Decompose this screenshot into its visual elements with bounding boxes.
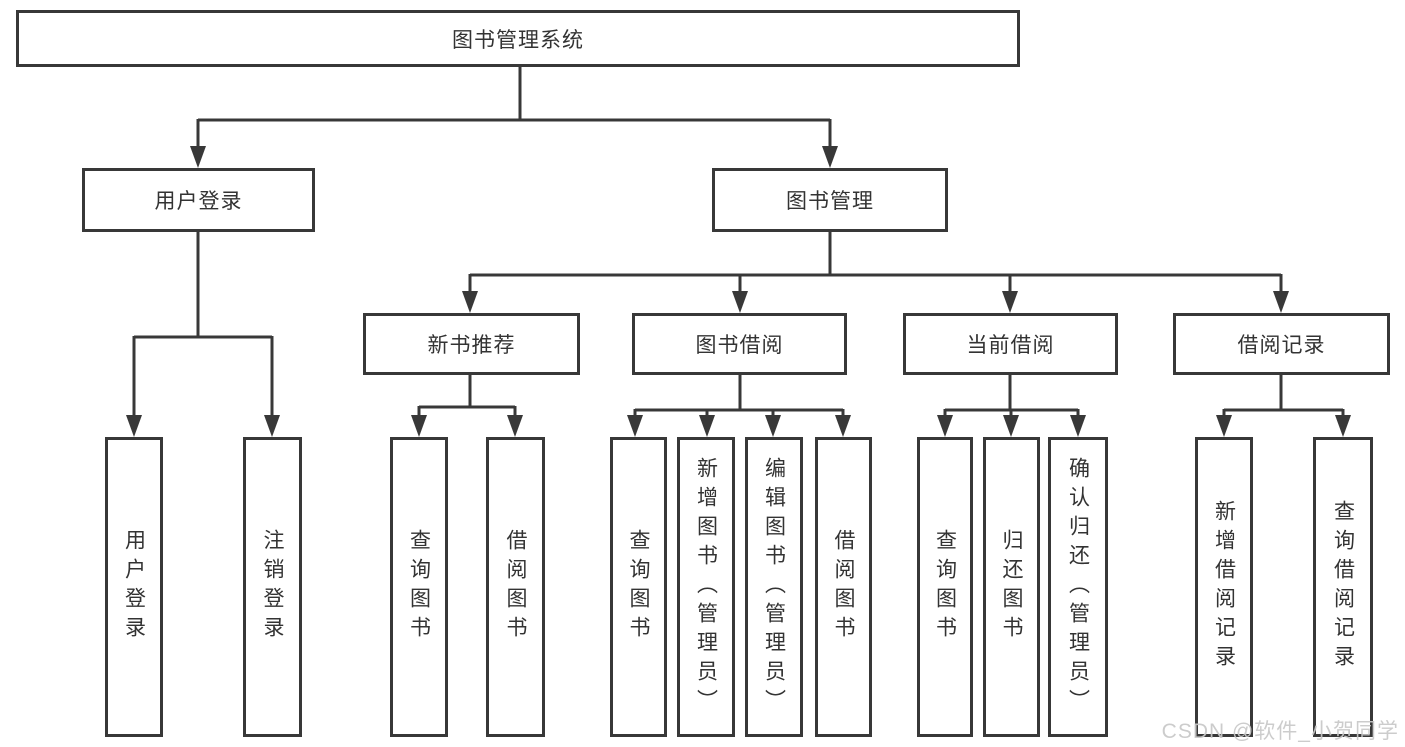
leaf-borrow-books-borrowing: 借阅图书: [815, 437, 872, 737]
node-new-book-recommend: 新书推荐: [363, 313, 580, 375]
leaf-query-books-borrowing: 查询图书: [610, 437, 667, 737]
leaf-borrow-books-recommend: 借阅图书: [486, 437, 545, 737]
node-user-login: 用户登录: [82, 168, 315, 232]
leaf-return-books: 归还图书: [983, 437, 1040, 737]
leaf-confirm-return-admin: 确认归还（管理员）: [1048, 437, 1108, 737]
leaf-logout: 注销登录: [243, 437, 302, 737]
leaf-user-login: 用户登录: [105, 437, 163, 737]
node-borrowing-records: 借阅记录: [1173, 313, 1390, 375]
watermark: CSDN @软件_小贺同学: [1161, 720, 1399, 743]
leaf-query-borrow-record: 查询借阅记录: [1313, 437, 1373, 737]
node-book-borrowing: 图书借阅: [632, 313, 847, 375]
leaf-add-borrow-record: 新增借阅记录: [1195, 437, 1253, 737]
leaf-edit-book-admin: 编辑图书（管理员）: [745, 437, 803, 737]
leaf-query-books-current: 查询图书: [917, 437, 973, 737]
arrowheads: [126, 146, 1351, 437]
node-book-management: 图书管理: [712, 168, 948, 232]
node-library-system-root: 图书管理系统: [16, 10, 1020, 67]
leaf-add-book-admin: 新增图书（管理员）: [677, 437, 735, 737]
node-current-borrowing: 当前借阅: [903, 313, 1118, 375]
leaf-query-books-recommend: 查询图书: [390, 437, 448, 737]
